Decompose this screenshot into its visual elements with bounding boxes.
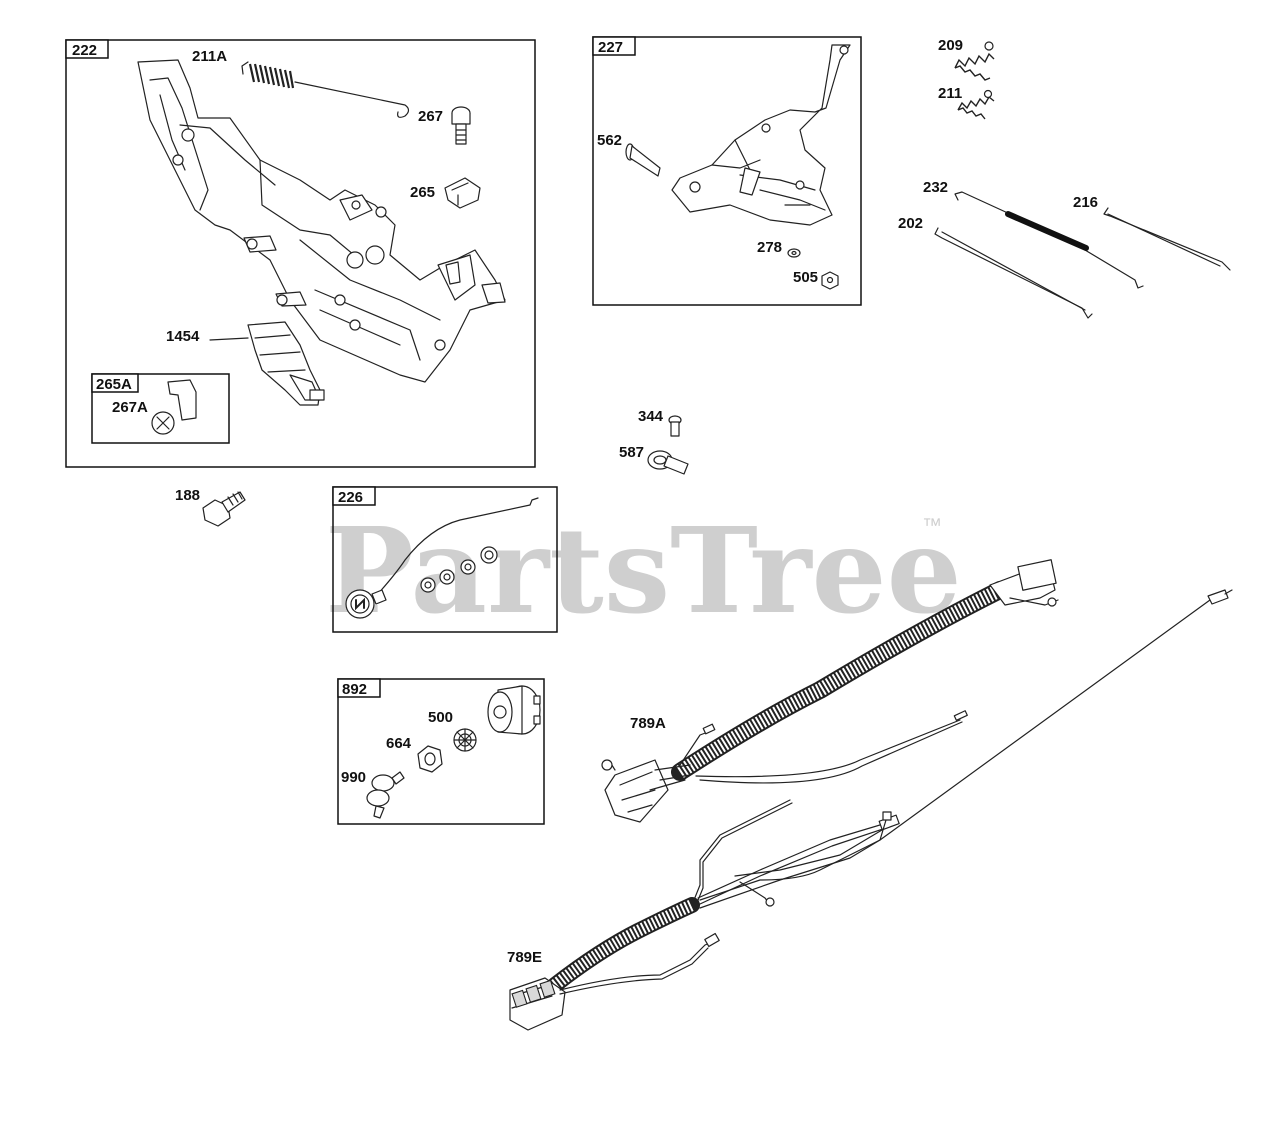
clamp-587-drawing[interactable] (647, 450, 689, 475)
label-1454: 1454 (166, 328, 200, 345)
screw-267A-drawing[interactable] (151, 411, 175, 435)
label-267: 267 (418, 108, 443, 125)
label-216: 216 (1073, 194, 1098, 211)
assembly-box-222[interactable]: 222 (65, 39, 536, 468)
label-664: 664 (386, 735, 412, 752)
assembly-box-265A[interactable]: 265A (91, 373, 230, 444)
label-990: 990 (341, 769, 366, 786)
wire-harness-789E-drawing[interactable] (509, 589, 1233, 1031)
wire-harness-789A-drawing[interactable] (601, 559, 1059, 823)
label-188: 188 (175, 487, 200, 504)
label-789E: 789E (507, 949, 542, 966)
box-title-892: 892 (342, 681, 367, 698)
screw-267-drawing[interactable] (451, 106, 471, 145)
switch-1454-drawing[interactable] (209, 321, 325, 406)
rod-202-drawing[interactable] (934, 227, 1093, 319)
nut-505-drawing[interactable] (821, 271, 839, 290)
assembly-box-227[interactable]: 227 (592, 36, 862, 306)
screw-344-drawing[interactable] (668, 415, 682, 437)
bolt-188-drawing[interactable] (202, 491, 246, 527)
spring-209-drawing[interactable] (954, 41, 995, 81)
box-title-226: 226 (338, 489, 363, 506)
label-232: 232 (923, 179, 948, 196)
rod-232-drawing[interactable] (954, 191, 1144, 289)
assembly-box-226[interactable]: 226 (332, 486, 558, 633)
label-278: 278 (757, 239, 782, 256)
watermark-brand: PartsTree (325, 501, 962, 640)
label-562: 562 (597, 132, 622, 149)
rod-216-drawing[interactable] (1103, 207, 1231, 271)
clip-265-drawing[interactable] (444, 177, 481, 209)
spring-211A-drawing[interactable] (241, 61, 410, 118)
control-bracket-drawing[interactable] (137, 59, 506, 383)
box-title-227: 227 (598, 39, 623, 56)
label-500: 500 (428, 709, 453, 726)
clip-265A-drawing[interactable] (167, 379, 197, 421)
choke-cable-226-drawing[interactable] (345, 497, 539, 619)
label-202: 202 (898, 215, 923, 232)
control-lever-227-drawing[interactable] (671, 44, 851, 226)
keys-990-drawing[interactable] (366, 771, 405, 819)
label-265: 265 (410, 184, 435, 201)
label-505: 505 (793, 269, 818, 286)
assembly-box-892[interactable]: 892 (337, 678, 545, 825)
label-211A: 211A (192, 48, 227, 65)
label-211: 211 (938, 85, 962, 102)
label-267A: 267A (112, 399, 148, 416)
nut-664-drawing[interactable] (417, 745, 443, 773)
washer-278-drawing[interactable] (787, 248, 801, 258)
label-587: 587 (619, 444, 644, 461)
watermark-trademark: ™ (922, 515, 942, 537)
ignition-switch-500-drawing[interactable] (487, 685, 541, 735)
label-209: 209 (938, 37, 963, 54)
label-789A: 789A (630, 715, 666, 732)
star-washer-drawing[interactable] (453, 728, 477, 752)
spring-211-drawing[interactable] (957, 89, 995, 120)
box-title-222: 222 (72, 42, 97, 59)
label-344: 344 (638, 408, 664, 425)
pin-562-drawing[interactable] (625, 143, 661, 177)
box-title-265A: 265A (96, 376, 132, 393)
